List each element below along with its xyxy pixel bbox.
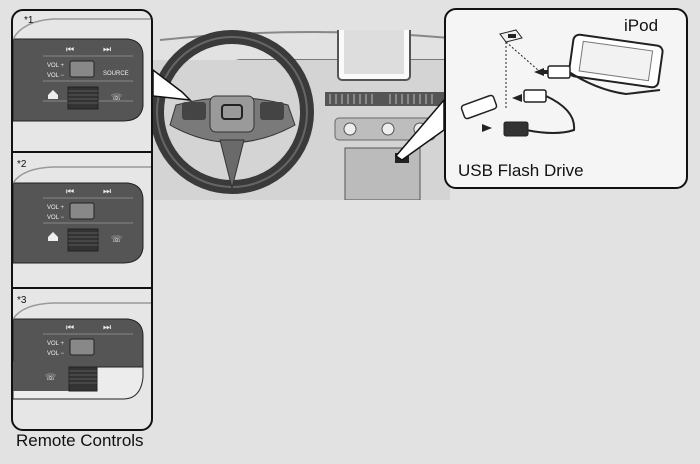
svg-text:☏: ☏ (45, 373, 56, 383)
panel-note: *2 (17, 159, 27, 170)
vol-up-label: VOL + (47, 341, 64, 347)
selector-wheel[interactable] (67, 228, 99, 252)
svg-text:☏: ☏ (111, 235, 122, 245)
next-track-icon[interactable]: ⏭ (103, 323, 111, 333)
volume-button[interactable] (69, 60, 95, 78)
next-track-icon[interactable]: ⏭ (103, 187, 111, 197)
connection-diagram (460, 29, 664, 137)
home-icon[interactable] (48, 90, 58, 99)
selector-wheel[interactable] (67, 86, 99, 110)
volume-button[interactable] (69, 338, 95, 356)
vol-down-label: VOL − (47, 215, 64, 221)
vol-down-label: VOL − (47, 351, 64, 357)
remote-buttons: ⏮ ⏭ VOL + VOL − ☏ (13, 302, 151, 400)
usb-port-icon (499, 29, 523, 43)
svg-text:⏭: ⏭ (103, 323, 111, 333)
voice-command-icon[interactable]: ☏ (45, 373, 56, 383)
ipod-device-icon (568, 33, 664, 89)
svg-text:⏮: ⏮ (66, 45, 74, 55)
svg-text:⏮: ⏮ (66, 187, 74, 197)
panel-note: *3 (17, 295, 27, 306)
voice-command-icon[interactable]: ☏ (111, 93, 122, 103)
connection-inset: iPod USB Flash Drive (444, 8, 688, 189)
svg-text:⏭: ⏭ (103, 45, 111, 55)
remote-panel-1: *1 ⏮ ⏭ VOL + VOL − SOURCE ☏ (11, 9, 153, 153)
volume-button[interactable] (69, 202, 95, 220)
vol-up-label: VOL + (47, 63, 64, 69)
remote-panel-2: *2 ⏮ ⏭ VOL + VOL − ☏ (11, 151, 153, 289)
remote-panel-3: *3 ⏮ ⏭ VOL + VOL − ☏ (11, 287, 153, 431)
voice-command-icon[interactable]: ☏ (111, 235, 122, 245)
svg-text:⏮: ⏮ (66, 323, 74, 333)
usb-flash-drive-icon (460, 94, 498, 120)
remote-controls-caption: Remote Controls (16, 431, 144, 450)
next-track-icon[interactable]: ⏭ (103, 45, 111, 55)
remote-buttons: ⏮ ⏭ VOL + VOL − ☏ (13, 166, 151, 264)
vol-up-label: VOL + (47, 205, 64, 211)
prev-track-icon[interactable]: ⏮ (66, 323, 74, 333)
ipod-label: iPod (624, 16, 659, 35)
arrow-icon (534, 68, 548, 76)
home-icon[interactable] (48, 232, 58, 241)
prev-track-icon[interactable]: ⏮ (66, 45, 74, 55)
svg-text:⏭: ⏭ (103, 187, 111, 197)
prev-track-icon[interactable]: ⏮ (66, 187, 74, 197)
vol-down-label: VOL − (47, 73, 64, 79)
panel-note: *1 (24, 15, 34, 26)
svg-text:☏: ☏ (111, 93, 122, 103)
arrow-icon (512, 94, 522, 102)
arrow-icon (482, 124, 492, 132)
usb-flash-drive-label: USB Flash Drive (458, 161, 584, 180)
source-button-label[interactable]: SOURCE (103, 71, 129, 77)
remote-buttons: ⏮ ⏭ VOL + VOL − SOURCE ☏ (13, 18, 151, 122)
dashboard-illustration (150, 30, 450, 200)
